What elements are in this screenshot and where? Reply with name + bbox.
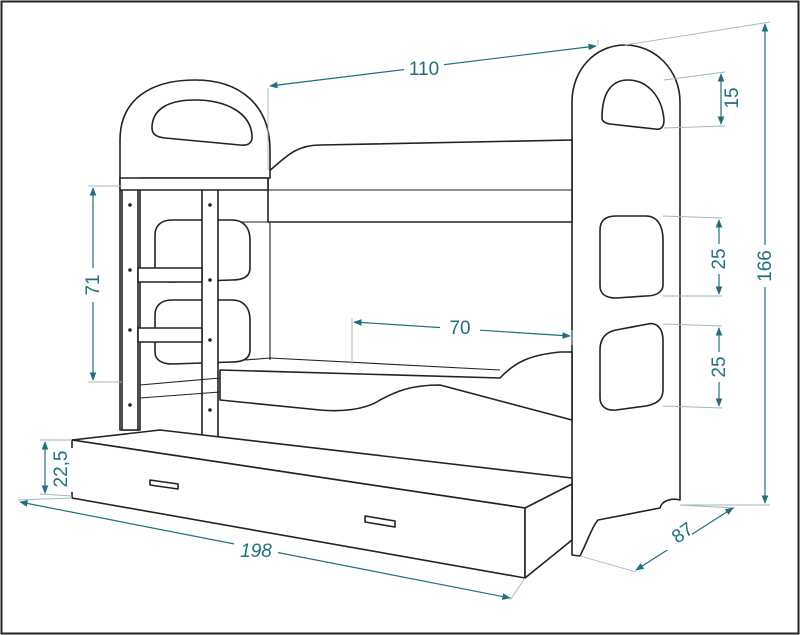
dim-opening-upper: 25 [709, 248, 730, 269]
dim-drawer-height: 22,5 [51, 451, 72, 488]
upper-bunk-front-edge [119, 177, 269, 191]
dim-total-length: 198 [240, 541, 272, 562]
ladder-rung-upper [137, 267, 203, 283]
dim-headboard-slot: 15 [722, 87, 743, 108]
dim-total-height: 166 [755, 250, 776, 282]
right-panel-lower-opening [599, 322, 664, 411]
upper-bunk-side-rail [267, 139, 573, 223]
drawer-handle-left [149, 479, 179, 490]
storage-drawer [71, 429, 573, 579]
dim-ladder-height: 71 [83, 274, 104, 295]
dim-opening-lower: 25 [709, 356, 730, 377]
lower-bunk-side-rail [219, 351, 573, 421]
bunk-bed [71, 44, 681, 579]
ladder-post-right [201, 181, 219, 438]
drawer-side [524, 483, 573, 579]
dimension-annotations: 110 15 166 71 70 25 25 [17, 21, 776, 601]
right-panel-upper-opening [599, 215, 664, 299]
left-panel-top-slot [151, 99, 253, 146]
left-end-panel [119, 79, 271, 431]
dim-length-top: 110 [409, 59, 439, 80]
dim-inner-length: 70 [449, 318, 470, 339]
ladder-rung-lower [137, 327, 203, 343]
right-panel-top-slot [601, 79, 665, 131]
ladder-post-left [121, 181, 139, 431]
